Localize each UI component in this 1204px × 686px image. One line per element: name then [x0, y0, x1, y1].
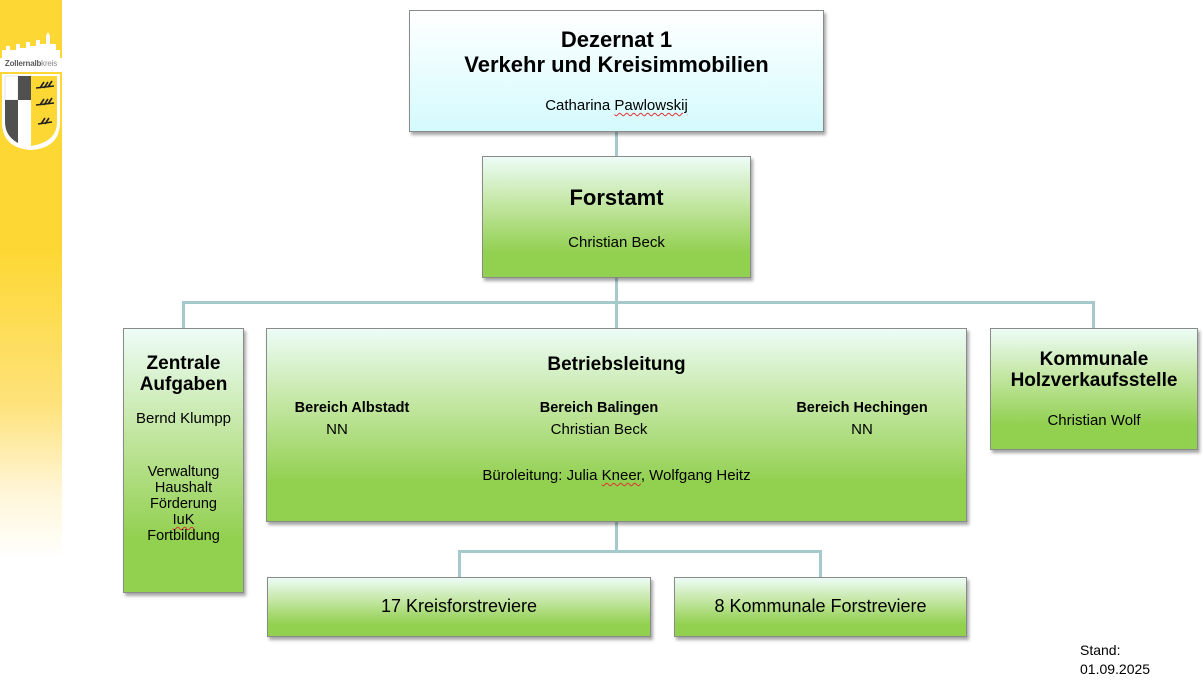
connector-zentrale: [182, 301, 185, 329]
connector-horizontal-level3: [458, 550, 822, 553]
connector-dezernat-forstamt: [615, 131, 618, 157]
connector-kreisforstreviere: [458, 550, 461, 578]
bueroleitung-prefix: Büroleitung: Julia: [482, 467, 602, 484]
bueroleitung-suffix: , Wolfgang Heitz: [640, 467, 751, 484]
zentrale-title-line2: Aufgaben: [139, 374, 228, 395]
holzverkaufsstelle-box[interactable]: Kommunale Holzverkaufsstelle Christian W…: [990, 328, 1198, 450]
bereich-person: Christian Beck: [550, 421, 648, 438]
zentrale-person: Bernd Klumpp: [135, 410, 232, 427]
dezernat-box[interactable]: Dezernat 1 Verkehr und Kreisimmobilien C…: [409, 10, 824, 132]
zentrale-task: Verwaltung: [147, 464, 220, 480]
stand-label: Stand: 01.09.2025: [1080, 641, 1150, 679]
logo-wordmark: Zollernalbkreis: [0, 58, 62, 70]
bereich-person: NN: [851, 421, 873, 438]
dezernat-person: Catharina Pawlowskij: [410, 97, 823, 114]
dezernat-person-first: Catharina: [545, 97, 615, 114]
bereich-name: Bereich Hechingen: [796, 400, 928, 416]
stand-date: 01.09.2025: [1080, 661, 1151, 677]
bereich-name: Bereich Albstadt: [294, 400, 410, 416]
holzverkauf-title-line2: Holzverkaufsstelle: [1010, 370, 1178, 391]
bereich-hechingen: Bereich Hechingen NN: [787, 400, 937, 438]
connector-horizontal-level2: [182, 301, 1095, 304]
dezernat-title-line2: Verkehr und Kreisimmobilien: [464, 52, 769, 77]
logo-text-part1: Zollernalb: [4, 59, 42, 68]
kreisforstreviere-box[interactable]: 17 Kreisforstreviere: [267, 577, 651, 637]
logo-text-part2: kreis: [41, 59, 58, 68]
connector-holzverkauf: [1092, 301, 1095, 329]
kommunale-forstreviere-label: 8 Kommunale Forstreviere: [714, 596, 927, 616]
zentrale-task: Fortbildung: [147, 528, 220, 544]
zentrale-title-line1: Zentrale: [146, 353, 221, 374]
forstamt-box[interactable]: Forstamt Christian Beck: [482, 156, 751, 278]
bueroleitung: Büroleitung: Julia Kneer, Wolfgang Heitz: [267, 467, 966, 484]
zentrale-task: IuK: [124, 512, 243, 528]
dezernat-title-line1: Dezernat 1: [560, 27, 673, 52]
stand-title: Stand:: [1080, 642, 1121, 658]
bereich-person: NN: [326, 421, 348, 438]
kommunale-forstreviere-box[interactable]: 8 Kommunale Forstreviere: [674, 577, 967, 637]
forstamt-title: Forstamt: [569, 185, 664, 210]
zentrale-task: Förderung: [150, 496, 217, 512]
connector-kommunale-forstreviere: [819, 550, 822, 578]
betriebsleitung-box[interactable]: Betriebsleitung Bereich Albstadt NN Bere…: [266, 328, 967, 522]
connector-betriebsleitung-down: [615, 521, 618, 552]
bereich-albstadt: Bereich Albstadt NN: [287, 400, 417, 438]
bereich-name: Bereich Balingen: [539, 400, 659, 416]
zollernalbkreis-logo: [0, 32, 62, 150]
bereich-balingen: Bereich Balingen Christian Beck: [522, 400, 676, 438]
dezernat-person-last: Pawlowskij: [614, 97, 688, 114]
holzverkauf-title-line1: Kommunale: [1039, 349, 1149, 370]
forstamt-person: Christian Beck: [568, 234, 665, 251]
zentrale-aufgaben-box[interactable]: Zentrale Aufgaben Bernd Klumpp Verwaltun…: [123, 328, 244, 593]
zentrale-task-list: Verwaltung Haushalt Förderung IuK Fortbi…: [124, 464, 243, 544]
bueroleitung-name: Kneer: [601, 467, 641, 484]
betriebsleitung-title: Betriebsleitung: [547, 354, 686, 375]
holzverkauf-person: Christian Wolf: [1047, 412, 1141, 429]
castle-silhouette-icon: [2, 32, 60, 58]
zentrale-task: Haushalt: [154, 480, 213, 496]
zentrale-task-iuk: IuK: [172, 512, 195, 528]
kreisforstreviere-label: 17 Kreisforstreviere: [380, 596, 538, 616]
